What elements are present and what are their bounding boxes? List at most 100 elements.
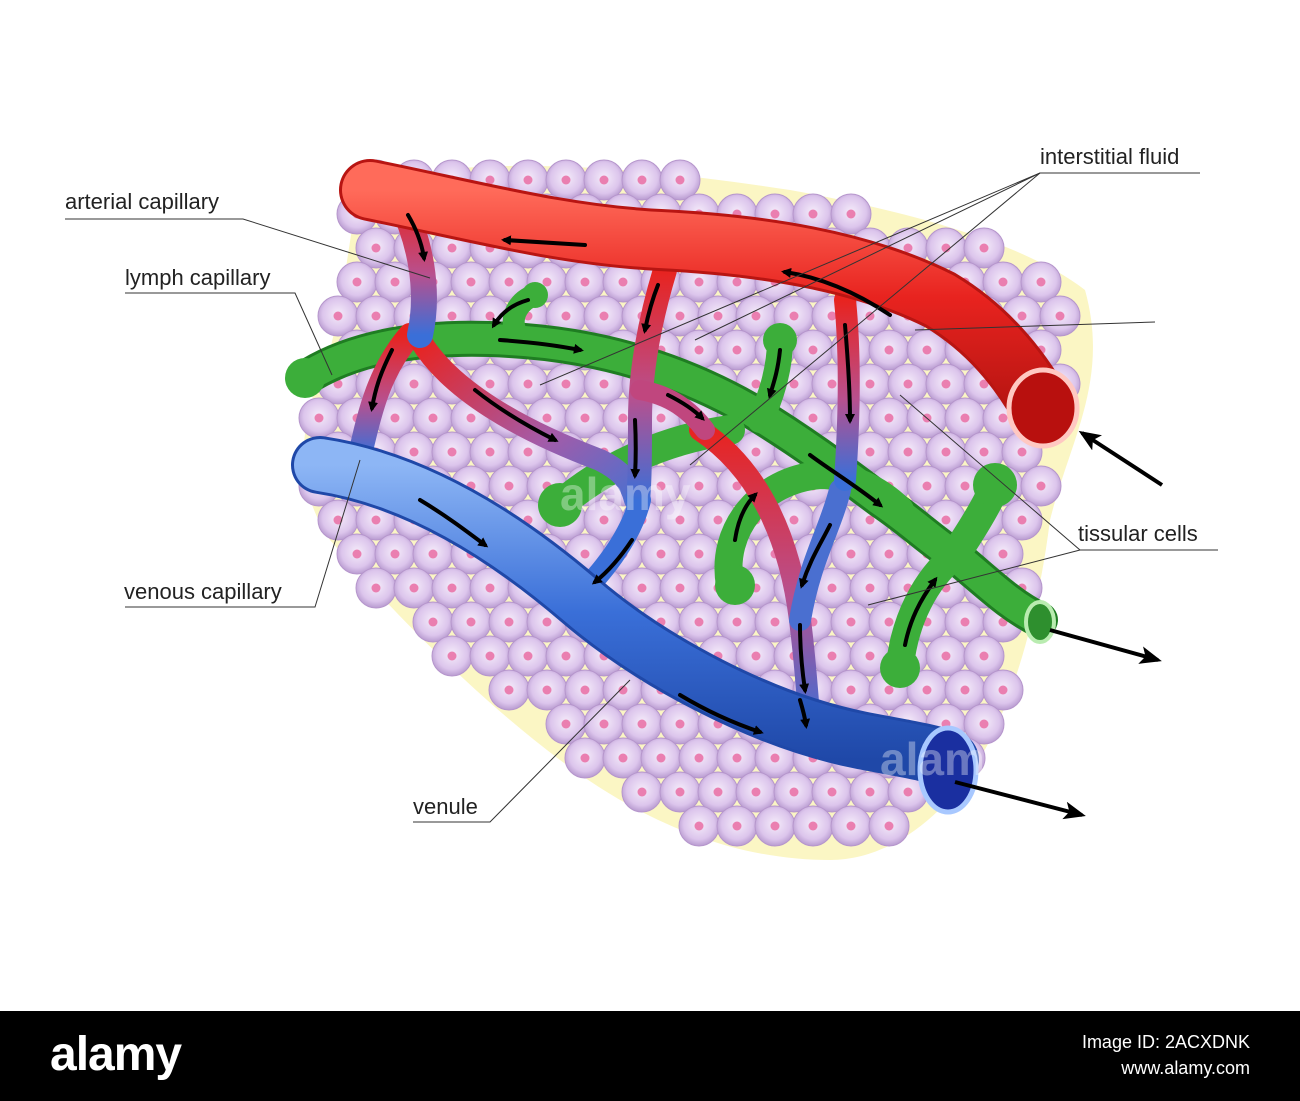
cell-nucleus [809, 414, 818, 423]
cell-nucleus [1018, 448, 1027, 457]
cell-nucleus [752, 380, 761, 389]
venule-outflow-arrow [955, 782, 1082, 815]
cell-nucleus [885, 346, 894, 355]
cell-nucleus [372, 244, 381, 253]
cell-nucleus [885, 686, 894, 695]
cell-nucleus [866, 380, 875, 389]
watermark-text-2: alamy [880, 733, 1011, 785]
cell-nucleus [809, 210, 818, 219]
cell-nucleus [562, 312, 571, 321]
cell-nucleus [505, 482, 514, 491]
cell-nucleus [1018, 312, 1027, 321]
cell-nucleus [467, 414, 476, 423]
cell-nucleus [695, 618, 704, 627]
label-tissular-cells: tissular cells [1078, 521, 1198, 546]
cell-nucleus [600, 720, 609, 729]
cell-nucleus [391, 550, 400, 559]
cell-nucleus [999, 414, 1008, 423]
cell-nucleus [562, 380, 571, 389]
cell-nucleus [733, 618, 742, 627]
cell-nucleus [828, 652, 837, 661]
cell-nucleus [733, 278, 742, 287]
cell-nucleus [999, 278, 1008, 287]
cell-nucleus [353, 278, 362, 287]
brand-logo[interactable]: alamy [50, 1025, 181, 1085]
cell-nucleus [904, 380, 913, 389]
site-url-link[interactable]: www.alamy.com [1082, 1055, 1250, 1081]
cell-nucleus [676, 584, 685, 593]
label-venule: venule [413, 794, 478, 819]
cell-nucleus [486, 584, 495, 593]
cell-nucleus [847, 210, 856, 219]
cell-nucleus [581, 686, 590, 695]
cell-nucleus [448, 312, 457, 321]
cell-nucleus [942, 448, 951, 457]
cell-nucleus [410, 584, 419, 593]
cell-nucleus [657, 550, 666, 559]
cell-nucleus [752, 448, 761, 457]
cell-nucleus [695, 550, 704, 559]
cell-nucleus [505, 618, 514, 627]
cell-nucleus [885, 822, 894, 831]
cell-nucleus [980, 652, 989, 661]
cell-nucleus [809, 346, 818, 355]
cell-nucleus [866, 584, 875, 593]
cell-nucleus [448, 244, 457, 253]
cell-nucleus [771, 754, 780, 763]
arteriole-inflow-arrow [1082, 433, 1162, 485]
cell-nucleus [581, 754, 590, 763]
cell-nucleus [372, 516, 381, 525]
cell-nucleus [847, 618, 856, 627]
cell-nucleus [448, 652, 457, 661]
cell-nucleus [923, 686, 932, 695]
cell-nucleus [657, 414, 666, 423]
cell-nucleus [638, 176, 647, 185]
cell-nucleus [429, 550, 438, 559]
cell-nucleus [562, 720, 571, 729]
cell-nucleus [524, 176, 533, 185]
cell-nucleus [524, 380, 533, 389]
cell-nucleus [543, 686, 552, 695]
image-info: Image ID: 2ACXDNK www.alamy.com [1082, 1029, 1250, 1081]
cell-nucleus [1018, 516, 1027, 525]
cell-nucleus [942, 380, 951, 389]
cell-nucleus [315, 414, 324, 423]
label-interstitial-fluid: interstitial fluid [1040, 144, 1179, 169]
label-lymph-capillary: lymph capillary [125, 265, 271, 290]
cell-nucleus [695, 754, 704, 763]
cell-nucleus [429, 414, 438, 423]
cell-nucleus [752, 652, 761, 661]
cell-nucleus [999, 550, 1008, 559]
cell-nucleus [885, 550, 894, 559]
cell-nucleus [733, 346, 742, 355]
lymph-vessel-opening [1026, 602, 1054, 642]
cell-nucleus [638, 584, 647, 593]
cell-nucleus [752, 788, 761, 797]
cell-nucleus [809, 822, 818, 831]
cell-nucleus [980, 448, 989, 457]
cell-nucleus [714, 312, 723, 321]
watermark-text: alamy [560, 468, 691, 520]
cell-nucleus [676, 720, 685, 729]
cell-nucleus [467, 278, 476, 287]
cell-nucleus [923, 482, 932, 491]
cell-nucleus [847, 686, 856, 695]
cell-nucleus [828, 584, 837, 593]
cell-nucleus [581, 414, 590, 423]
cell-nucleus [847, 550, 856, 559]
cell-nucleus [429, 618, 438, 627]
cell-nucleus [410, 448, 419, 457]
footer-bar: alamy Image ID: 2ACXDNK www.alamy.com [0, 1011, 1300, 1101]
cell-nucleus [695, 278, 704, 287]
cell-nucleus [999, 686, 1008, 695]
cell-nucleus [543, 278, 552, 287]
cell-nucleus [638, 720, 647, 729]
cell-nucleus [562, 652, 571, 661]
cell-nucleus [790, 312, 799, 321]
cell-nucleus [505, 686, 514, 695]
cell-nucleus [866, 652, 875, 661]
cell-nucleus [904, 448, 913, 457]
cell-nucleus [600, 312, 609, 321]
cell-nucleus [486, 448, 495, 457]
cell-nucleus [828, 380, 837, 389]
